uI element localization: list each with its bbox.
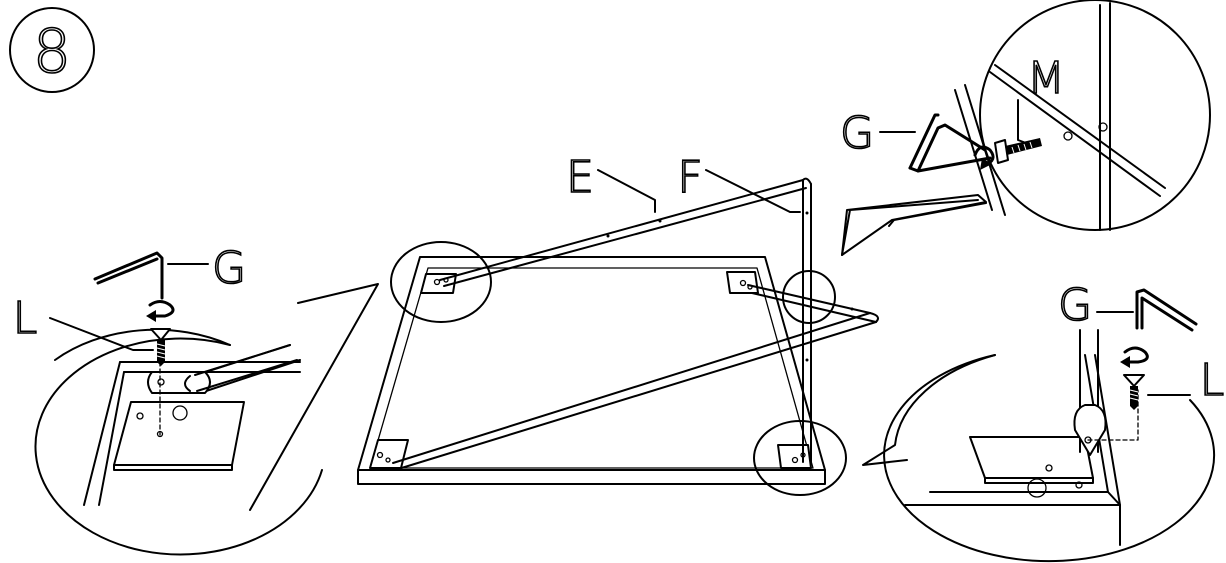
detail-ring-tl bbox=[390, 241, 492, 323]
leader-m bbox=[1017, 99, 1027, 144]
step-number: 8 bbox=[33, 17, 71, 87]
label-g-top-right: G bbox=[840, 108, 874, 159]
corner-bracket-bl bbox=[369, 439, 409, 469]
label-l-left: L bbox=[13, 293, 38, 344]
leader-e bbox=[597, 169, 656, 213]
detail-ring-br bbox=[753, 420, 847, 496]
label-e: E bbox=[566, 152, 594, 203]
label-l-bottom-right: L bbox=[1200, 355, 1225, 406]
bottom-right-detail-callout: G L bbox=[862, 279, 1225, 563]
corner-bracket-br bbox=[777, 444, 812, 469]
corner-bracket-tr bbox=[726, 271, 759, 294]
leader-l-left bbox=[49, 317, 154, 351]
rod-e bbox=[439, 179, 804, 281]
label-f: F bbox=[677, 152, 702, 203]
top-right-detail-callout: G M bbox=[839, 0, 1211, 256]
step-number-badge: 8 bbox=[9, 7, 95, 93]
rod-lower-diagonal bbox=[392, 312, 871, 464]
label-g-bottom-right: G bbox=[1058, 280, 1092, 331]
detail-ring-mid bbox=[782, 270, 836, 324]
left-detail-callout: G L bbox=[12, 242, 379, 556]
label-m: M bbox=[1027, 53, 1065, 104]
label-g-left: G bbox=[212, 243, 246, 294]
main-frame-assembly: E F bbox=[357, 151, 879, 496]
leader-f bbox=[705, 169, 801, 213]
